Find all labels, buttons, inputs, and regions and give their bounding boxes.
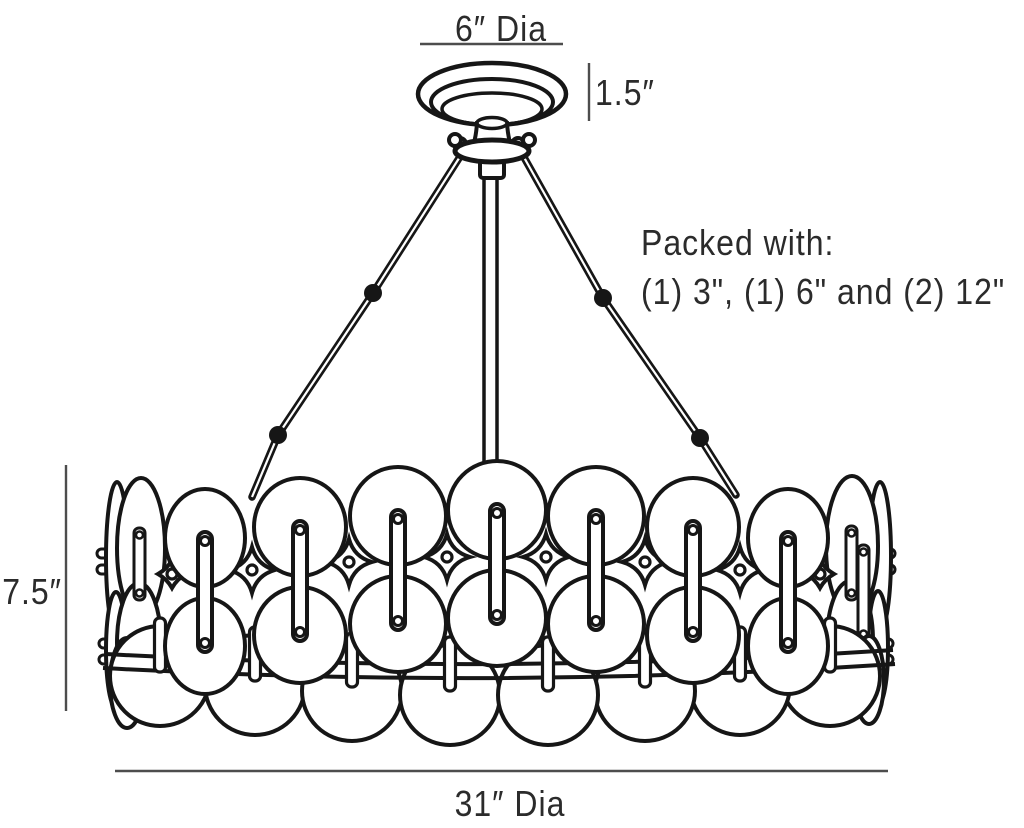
packing-note-line1: Packed with: <box>641 222 835 263</box>
body-height-label: 7.5″ <box>2 571 62 612</box>
dimension-lines <box>64 42 888 773</box>
canopy-height-label: 1.5″ <box>595 72 655 113</box>
packing-note-line2: (1) 3", (1) 6" and (2) 12" <box>641 271 1006 313</box>
packing-note: Packed with: (1) 3", (1) 6" and (2) 12" <box>641 218 1005 317</box>
fixture-diameter-label: 31″ Dia <box>454 783 566 824</box>
center-stem <box>478 146 506 469</box>
disc-drum-body <box>95 459 897 747</box>
suspension-rods <box>248 136 740 501</box>
ceiling-canopy <box>415 60 569 165</box>
canopy-diameter-label: 6″ Dia <box>454 8 548 49</box>
